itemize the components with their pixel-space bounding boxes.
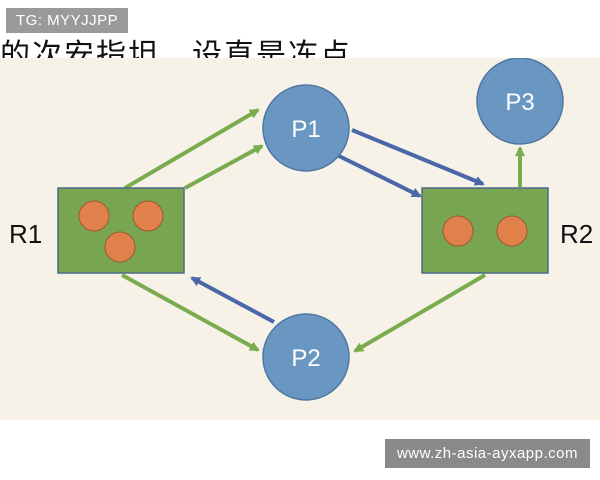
edge-p1-r2-a <box>351 128 485 186</box>
resource-r2 <box>421 187 549 274</box>
edge-p1-r2-b <box>338 154 422 198</box>
edge-r1-p2 <box>121 273 260 352</box>
resource-allocation-graph: R1 R2 P1 P2 P3 <box>9 58 593 401</box>
resource-r2-box <box>421 187 549 274</box>
process-p1-label: P1 <box>291 116 320 143</box>
edge-p2-r1 <box>190 276 275 324</box>
resource-r1-instance <box>78 200 110 232</box>
edges <box>121 108 525 353</box>
diagram-panel: R1 R2 P1 P2 P3 <box>0 58 600 420</box>
process-p2: P2 <box>262 313 350 401</box>
edge-r2-p2 <box>353 273 487 353</box>
resource-r1-label: R1 <box>9 219 42 249</box>
resource-r2-instance <box>496 215 528 247</box>
process-p3-label: P3 <box>505 89 534 116</box>
tg-badge: TG: MYYJJPP <box>6 8 129 33</box>
edge-r1-p1-a <box>123 108 260 190</box>
edge-r1-p1-b <box>184 144 264 190</box>
process-p2-label: P2 <box>291 345 320 372</box>
watermark-url: www.zh-asia-ayxapp.com <box>384 439 590 468</box>
resource-r1 <box>57 187 185 274</box>
resource-r1-instance <box>104 231 136 263</box>
process-p3-circle <box>476 58 564 145</box>
resource-r1-instance <box>132 200 164 232</box>
process-p1: P1 <box>262 84 350 172</box>
resource-r2-instance <box>442 215 474 247</box>
resource-r2-label: R2 <box>560 219 593 249</box>
process-p2-circle <box>262 313 350 401</box>
cropped-header-text: 的次安指坦，设直是冻点 <box>0 38 352 58</box>
process-p1-circle <box>262 84 350 172</box>
process-p3: P3 <box>476 58 564 145</box>
